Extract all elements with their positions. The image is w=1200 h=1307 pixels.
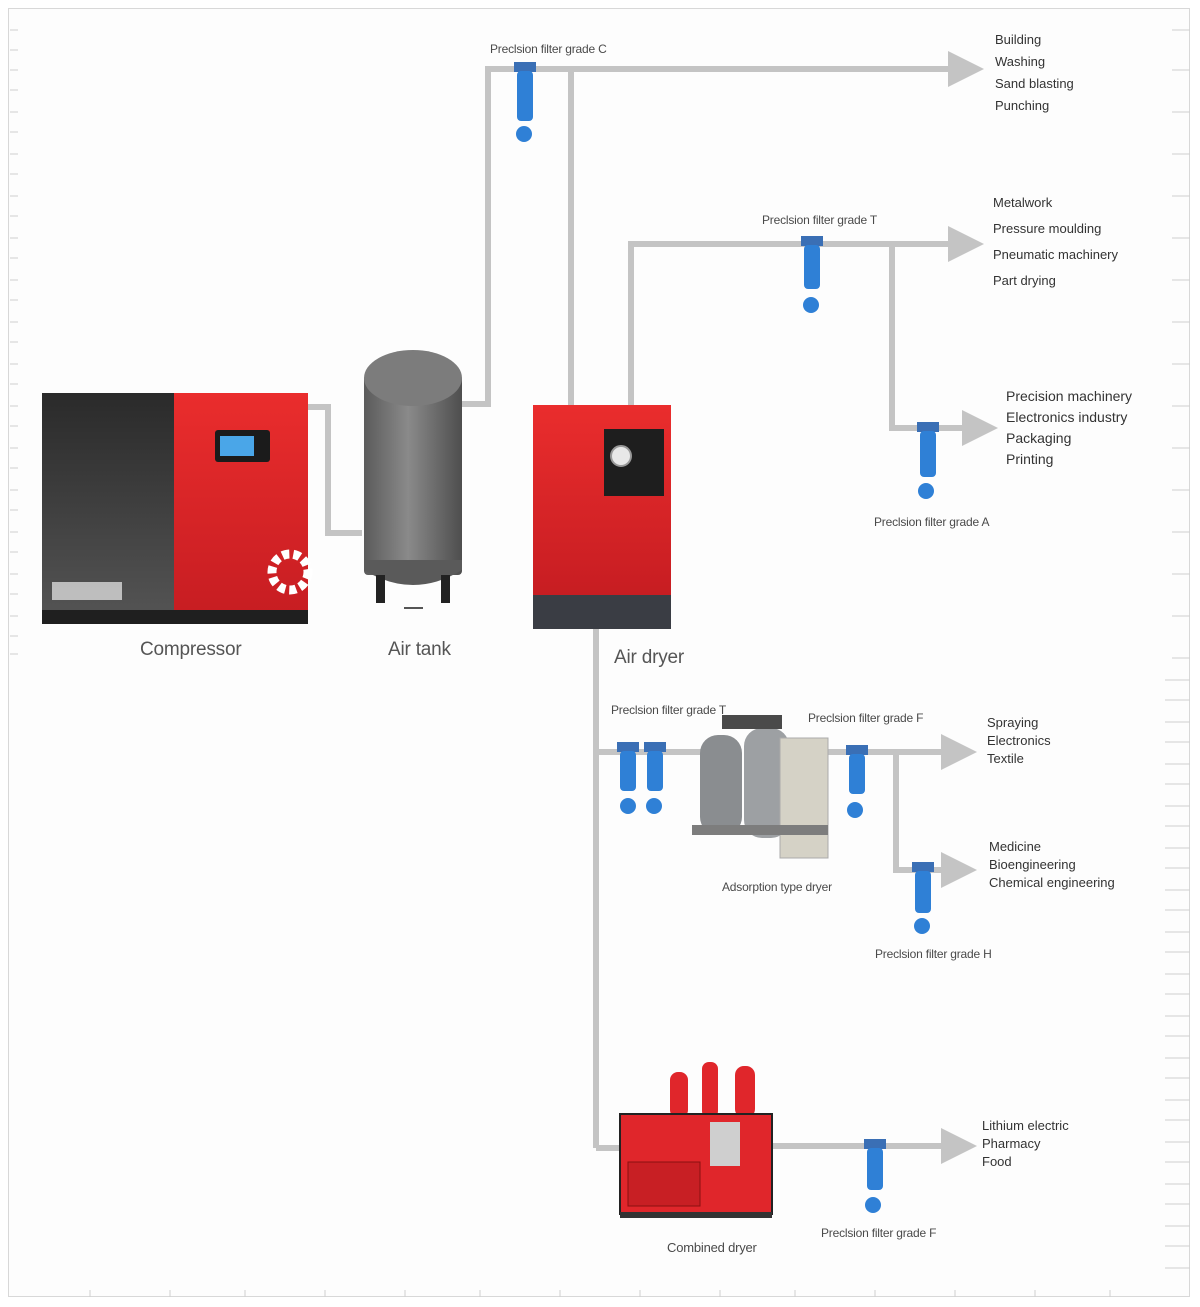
air-tank-unit [364, 350, 462, 609]
compressor-unit [42, 393, 313, 624]
pipe-tank-to-branch-c [462, 66, 952, 407]
application-group-4: Spraying Electronics Textile [987, 714, 1051, 768]
application-group-1: Building Washing Sand blasting Punching [995, 29, 1074, 117]
application-group-2: Metalwork Pressure moulding Pneumatic ma… [993, 190, 1118, 294]
application-item: Pharmacy [982, 1136, 1041, 1151]
combined-dryer-label: Combined dryer [667, 1240, 757, 1255]
compressor-label: Compressor [140, 639, 242, 660]
application-item: Metalwork [993, 195, 1053, 210]
filter-t-lower-1-icon [617, 742, 639, 814]
arrow-group1 [948, 51, 984, 87]
application-item: Packaging [1006, 430, 1072, 446]
application-group-3: Precision machinery Electronics industry… [1006, 386, 1132, 470]
pipe-dryer-to-branch-t [628, 241, 952, 405]
adsorption-dryer-label: Adsorption type dryer [722, 880, 832, 894]
filter-f-upper-icon [846, 745, 868, 818]
pipe-compressor-to-tank [308, 404, 362, 536]
left-ruler [10, 29, 18, 655]
application-item: Building [995, 32, 1042, 47]
air-dryer-unit [533, 405, 671, 629]
application-group-6: Lithium electric Pharmacy Food [982, 1117, 1069, 1171]
application-item: Part drying [993, 273, 1056, 288]
filter-t-upper-icon [801, 236, 823, 313]
application-item: Printing [1006, 451, 1054, 467]
bottom-ruler [89, 1290, 1111, 1297]
application-item: Sand blasting [995, 76, 1074, 91]
application-item: Lithium electric [982, 1118, 1069, 1133]
filter-h-icon [912, 862, 934, 934]
adsorption-dryer-unit [692, 715, 829, 859]
application-item: Punching [995, 98, 1050, 113]
application-item: Pressure moulding [993, 221, 1102, 236]
application-item: Washing [995, 54, 1046, 69]
filter-f-lower-label: Preclsion filter grade F [821, 1226, 937, 1240]
filters [514, 62, 939, 1213]
application-item: Textile [987, 751, 1024, 766]
arrow-group5 [941, 852, 977, 888]
filter-t-upper-label: Preclsion filter grade T [762, 213, 878, 227]
arrow-group6 [941, 1128, 977, 1164]
arrow-group3 [962, 410, 998, 446]
filter-c-icon [514, 62, 536, 142]
application-item: Bioengineering [989, 857, 1076, 872]
combined-dryer-unit [619, 1062, 773, 1218]
pipe-branch-a [889, 244, 966, 431]
application-item: Electronics [987, 733, 1051, 748]
air-dryer-label: Air dryer [614, 647, 684, 668]
application-item: Food [982, 1154, 1012, 1169]
filter-f-upper-label: Preclsion filter grade F [808, 711, 924, 725]
application-group-5: Medicine Bioengineering Chemical enginee… [989, 838, 1115, 892]
application-item: Spraying [987, 715, 1039, 730]
filter-t-lower-label: Preclsion filter grade T [611, 703, 727, 717]
right-ruler [1165, 29, 1190, 1269]
arrow-group4 [941, 734, 977, 770]
application-item: Precision machinery [1006, 388, 1133, 404]
filter-a-icon [917, 422, 939, 499]
filter-t-lower-2-icon [644, 742, 666, 814]
application-item: Chemical engineering [989, 875, 1115, 890]
filter-c-label: Preclsion filter grade C [490, 42, 607, 56]
air-tank-label: Air tank [388, 639, 451, 660]
application-item: Electronics industry [1006, 409, 1128, 425]
application-item: Medicine [989, 839, 1042, 854]
application-item: Pneumatic machinery [993, 247, 1118, 262]
pipe-branch-h [893, 752, 945, 873]
arrowheads [941, 51, 998, 1164]
arrow-group2 [948, 226, 984, 262]
filter-h-label: Preclsion filter grade H [875, 947, 992, 961]
filter-f-lower-icon [864, 1139, 886, 1213]
filter-a-label: Preclsion filter grade A [874, 515, 990, 529]
